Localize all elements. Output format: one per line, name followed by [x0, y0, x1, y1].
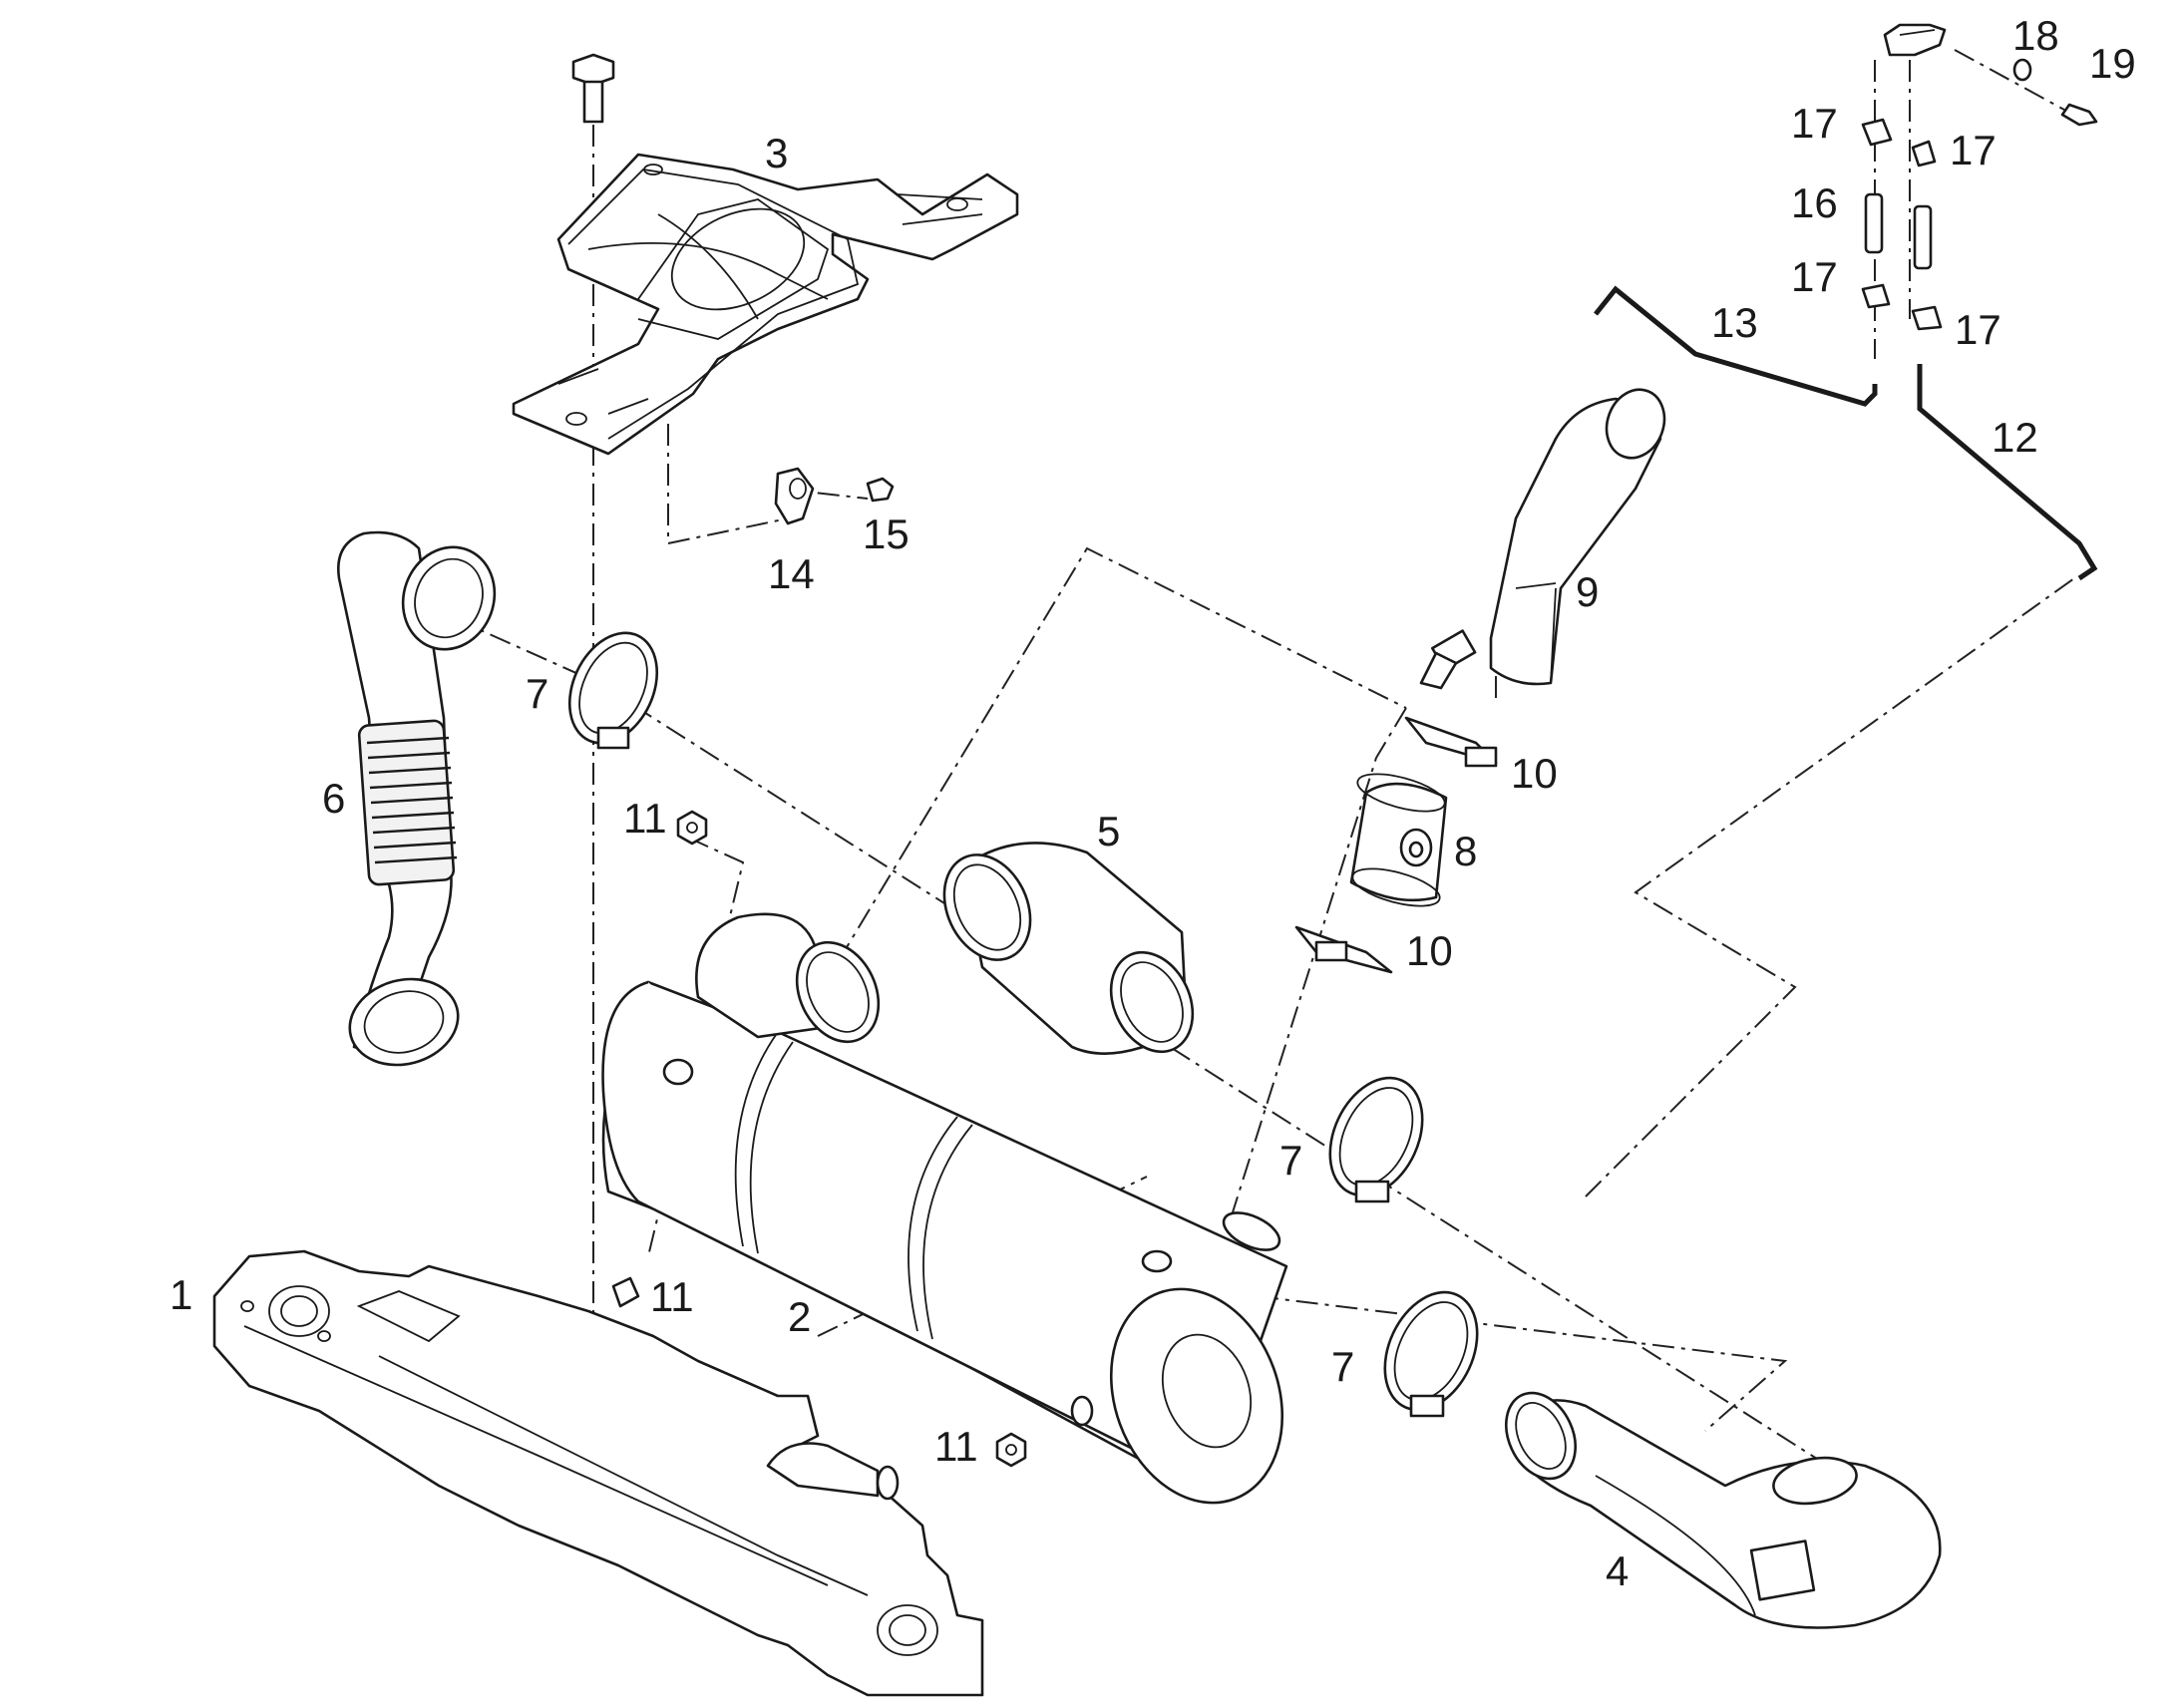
callout-8: 8 [1454, 828, 1477, 874]
callout-4: 4 [1606, 1547, 1629, 1594]
outlet-tube-upper [1419, 388, 1666, 690]
callout-1: 1 [170, 1271, 192, 1318]
tube-16-left [1864, 192, 1884, 254]
callout-10-upper: 10 [1511, 750, 1558, 797]
callout-17-a: 17 [1791, 100, 1838, 147]
washer-18 [2012, 58, 2032, 82]
callout-11-upper: 11 [623, 795, 667, 842]
callout-10-lower: 10 [1406, 927, 1453, 974]
nut-11-middle [611, 1276, 640, 1308]
callout-9: 9 [1576, 568, 1599, 615]
bolt-top [571, 53, 615, 124]
flex-pipe [336, 530, 497, 1067]
callout-17-b: 17 [1950, 127, 1997, 173]
sensor-line-12 [1917, 364, 2098, 581]
callout-15: 15 [863, 511, 909, 557]
fitting-17-a [1861, 118, 1893, 147]
callout-5: 5 [1097, 808, 1120, 854]
callout-3: 3 [765, 130, 788, 176]
callout-2: 2 [788, 1293, 811, 1340]
fitting-17-b [1911, 140, 1937, 168]
nut-11-lower [995, 1432, 1027, 1468]
fitting-17-d [1911, 305, 1943, 331]
tube-16-right [1913, 204, 1933, 270]
callout-19: 19 [2089, 40, 2136, 87]
heat-shield-bracket [512, 153, 1019, 456]
v-clamp-middle [1328, 1076, 1424, 1203]
callout-7-lower: 7 [1331, 1343, 1354, 1390]
callout-7-middle: 7 [1279, 1137, 1302, 1184]
callout-labels: 1 2 3 4 5 6 7 7 7 8 9 10 10 11 11 11 12 … [170, 12, 2136, 1594]
v-clamp-lower [1383, 1290, 1479, 1418]
callout-17-c: 17 [1791, 253, 1838, 300]
screw-19 [2060, 103, 2098, 127]
callout-11-middle: 11 [650, 1273, 694, 1320]
callout-6: 6 [322, 775, 345, 822]
screw-15 [866, 477, 895, 503]
callout-11-lower: 11 [934, 1423, 978, 1470]
v-clamp-upper [567, 631, 659, 750]
catalyst-element [942, 842, 1195, 1055]
frame-crossmember [212, 1249, 984, 1697]
fitting-17-c [1861, 283, 1891, 309]
band-clamp-upper [1404, 716, 1498, 768]
dpf-canister [601, 912, 1288, 1505]
nut-11-upper [676, 810, 708, 846]
callout-18: 18 [2012, 12, 2059, 59]
callout-12: 12 [1992, 414, 2038, 461]
callout-14: 14 [768, 550, 815, 597]
flex-pipe-bellows [366, 736, 458, 864]
sensor-assembly-top [1883, 23, 1947, 57]
callout-16: 16 [1791, 179, 1838, 226]
outlet-elbow-lower [1505, 1391, 1942, 1629]
pipe-clip-14 [774, 467, 815, 525]
callout-17-d: 17 [1955, 306, 2001, 353]
band-clamp-lower [1294, 925, 1393, 974]
callout-13: 13 [1711, 299, 1758, 346]
sensor-coupler [1349, 773, 1448, 907]
callout-7-upper: 7 [526, 670, 548, 717]
sensor-line-13 [1594, 285, 1878, 407]
